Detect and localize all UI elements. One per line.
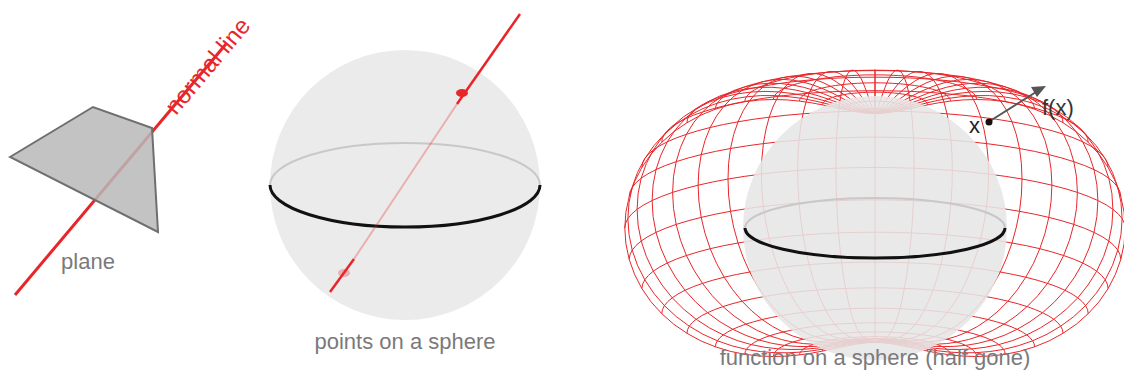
wire-stroke (773, 75, 976, 100)
axis-line (457, 14, 520, 104)
equator-front (270, 185, 540, 227)
sphere-point (456, 89, 468, 97)
equator-back (270, 143, 540, 185)
point-label: x (969, 115, 980, 137)
plane-label: plane (61, 251, 115, 273)
equator-front (745, 228, 1005, 258)
sphere (270, 50, 540, 320)
function-caption: function on a sphere (half gone) (720, 347, 1031, 369)
point-x (986, 119, 993, 126)
axis-line (330, 259, 354, 292)
plane-shape (10, 107, 158, 232)
arrow-head (1031, 86, 1046, 97)
equator-back (745, 198, 1005, 228)
axis-line-inside (354, 104, 457, 259)
sphere-caption: points on a sphere (314, 331, 495, 353)
function-arrow (990, 92, 1036, 121)
sphere-point (338, 269, 350, 277)
sphere (743, 96, 1007, 360)
normal-line-label: normal line (161, 13, 255, 118)
function-label: f(x) (1042, 97, 1074, 119)
